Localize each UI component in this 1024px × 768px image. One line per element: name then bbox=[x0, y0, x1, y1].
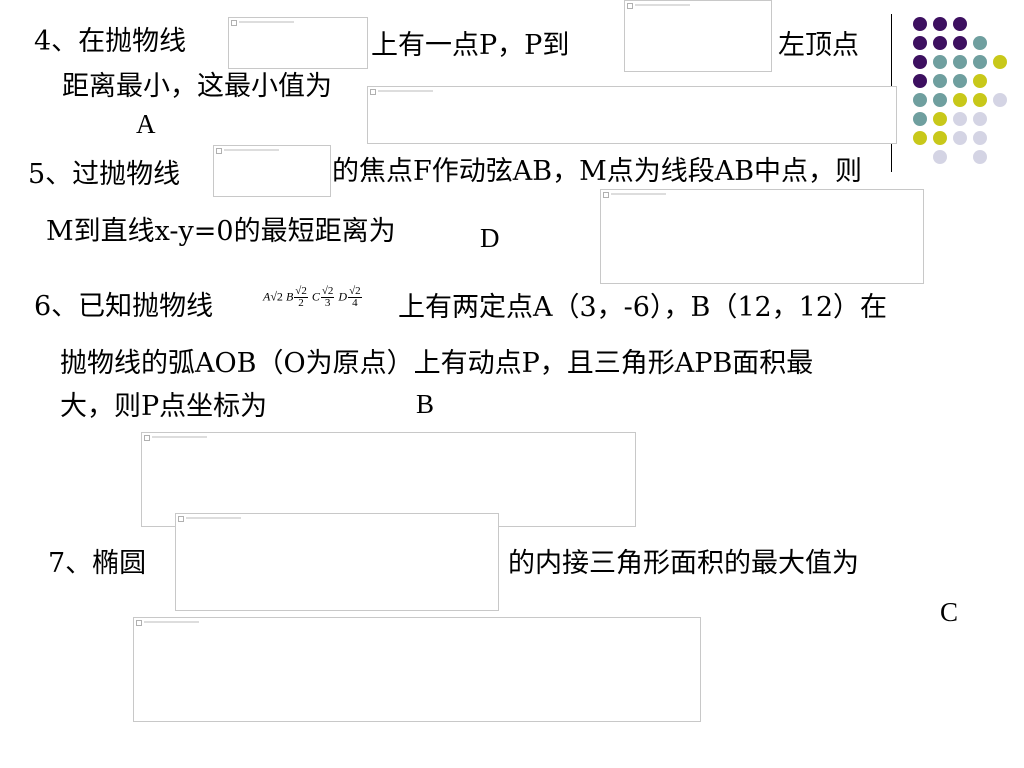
decorative-dot bbox=[913, 131, 927, 145]
q6-line1-suffix: 上有两定点A（3，-6），B（12，12）在 bbox=[398, 292, 888, 323]
q7-prefix: 7、椭圆 bbox=[48, 548, 147, 579]
q5-answer: D bbox=[480, 223, 500, 253]
q7-choices-image bbox=[133, 617, 701, 722]
decorative-dot bbox=[953, 55, 967, 69]
q6-choices-image bbox=[141, 432, 636, 527]
q4-point-formula-image bbox=[624, 0, 772, 72]
decorative-dot bbox=[953, 17, 967, 31]
q4-choices-image bbox=[367, 86, 897, 144]
decorative-dot bbox=[913, 17, 927, 31]
decorative-dot bbox=[933, 112, 947, 126]
q4-parabola-formula-image bbox=[228, 17, 368, 69]
decorative-dot bbox=[973, 112, 987, 126]
decorative-dot bbox=[933, 55, 947, 69]
decorative-dot bbox=[993, 93, 1007, 107]
q5-line1-suffix: 的焦点F作动弦AB，M点为线段AB中点，则 bbox=[332, 156, 863, 187]
q4-line1-suffix: 左顶点 bbox=[778, 30, 859, 61]
q7-suffix: 的内接三角形面积的最大值为 bbox=[508, 548, 859, 579]
decorative-dot bbox=[973, 55, 987, 69]
decorative-dot bbox=[953, 36, 967, 50]
q4-line1-mid: 上有一点P，P到 bbox=[371, 30, 570, 61]
decorative-dot bbox=[993, 55, 1007, 69]
decorative-dot bbox=[953, 112, 967, 126]
decorative-dot bbox=[933, 74, 947, 88]
q5-line1-prefix: 5、过抛物线 bbox=[28, 159, 181, 190]
decorative-dot bbox=[913, 74, 927, 88]
decorative-dot bbox=[913, 36, 927, 50]
decorative-dot bbox=[933, 150, 947, 164]
decorative-dot bbox=[973, 93, 987, 107]
decorative-dot bbox=[973, 36, 987, 50]
decorative-dot bbox=[933, 93, 947, 107]
decorative-dot bbox=[973, 150, 987, 164]
q6-line2: 抛物线的弧AOB（O为原点）上有动点P，且三角形APB面积最 bbox=[60, 348, 814, 379]
decorative-dot bbox=[973, 131, 987, 145]
q5-line2: M到直线x-y=0的最短距离为 bbox=[46, 216, 396, 247]
decorative-dot bbox=[953, 131, 967, 145]
decorative-dot bbox=[913, 93, 927, 107]
decorative-dot bbox=[953, 93, 967, 107]
q6-line3: 大，则P点坐标为 bbox=[60, 391, 268, 422]
decorative-dot bbox=[973, 74, 987, 88]
decorative-dot bbox=[933, 17, 947, 31]
q7-ellipse-formula-image bbox=[175, 513, 499, 611]
q6-line1-prefix: 6、已知抛物线 bbox=[34, 291, 214, 322]
decorative-dot bbox=[913, 112, 927, 126]
decorative-dot bbox=[953, 74, 967, 88]
q4-line1-prefix: 4、在抛物线 bbox=[34, 26, 187, 57]
q7-answer: C bbox=[940, 597, 959, 627]
q6-answer: B bbox=[416, 389, 435, 419]
decorative-dot bbox=[933, 131, 947, 145]
q4-answer: A bbox=[136, 109, 156, 139]
decorative-dot bbox=[933, 36, 947, 50]
q5-choices-image bbox=[600, 189, 924, 284]
q5-parabola-formula-image bbox=[213, 145, 331, 197]
q4-line2: 距离最小，这最小值为 bbox=[62, 71, 332, 102]
decorative-dot bbox=[913, 55, 927, 69]
